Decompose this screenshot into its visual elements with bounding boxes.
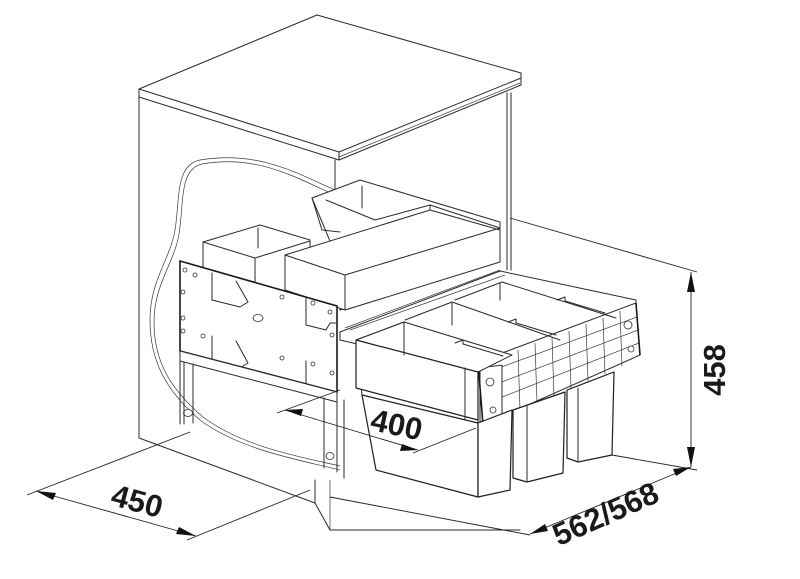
- dimension-label-450: 450: [108, 478, 167, 525]
- countertop: [138, 14, 522, 193]
- small-bin-rear: [454, 281, 617, 463]
- screw-holes: [180, 267, 335, 460]
- small-bin-middle: [404, 301, 566, 483]
- dimension-458: 458: [509, 217, 732, 467]
- dimension-label-458: 458: [697, 344, 732, 396]
- front-mounting-plate: [179, 259, 345, 479]
- dimension-400: 400: [276, 389, 477, 454]
- cabinet-body: [138, 92, 521, 531]
- large-bin: [355, 321, 513, 498]
- frame-grid: [479, 310, 640, 411]
- dimension-label-562-568: 562/568: [547, 475, 664, 553]
